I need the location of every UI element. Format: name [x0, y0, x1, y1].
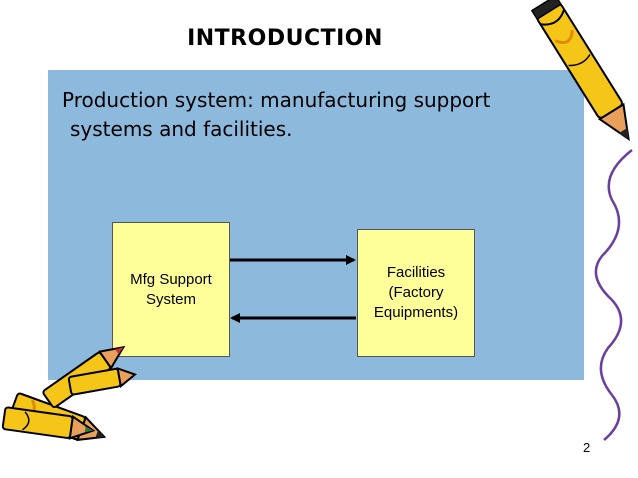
squiggle-line-icon	[594, 149, 633, 441]
slide-title: INTRODUCTION	[187, 26, 383, 51]
body-line-1: Production system: manufacturing support	[62, 88, 491, 112]
crayon-bundle-icon	[1, 345, 138, 442]
body-text: Production system: manufacturing support…	[62, 86, 582, 144]
mfg-support-label: Mfg Support System	[130, 270, 212, 308]
body-line-2: systems and facilities.	[70, 117, 293, 141]
page-number: 2	[583, 440, 591, 455]
crayon-icon	[530, 0, 630, 142]
facilities-box: Facilities (Factory Equipments)	[357, 229, 475, 357]
mfg-support-box: Mfg Support System	[112, 222, 230, 357]
facilities-label: Facilities (Factory Equipments)	[373, 264, 459, 321]
